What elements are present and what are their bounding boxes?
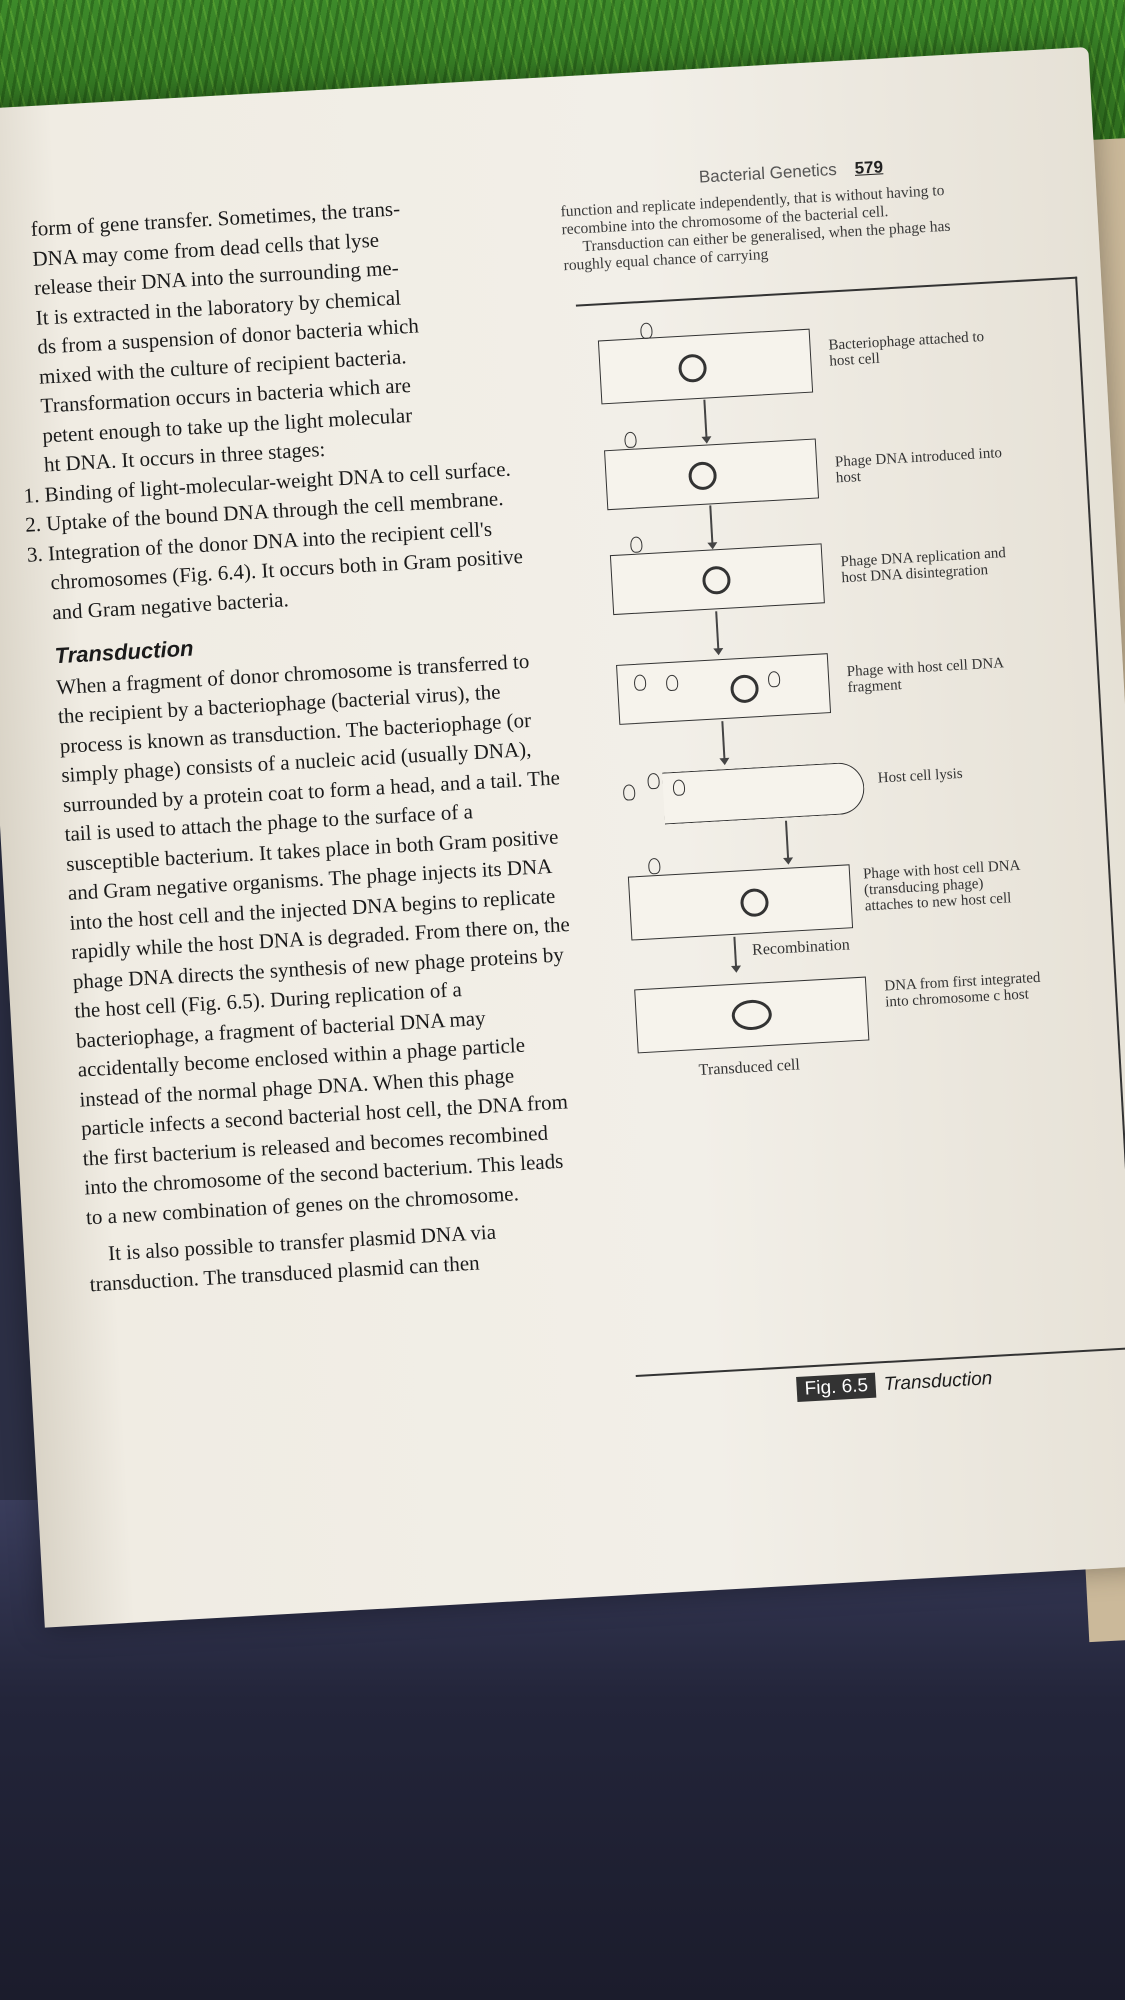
chromosome-ring — [730, 998, 773, 1032]
host-cell-2 — [604, 431, 820, 511]
transduction-figure: Bacteriophage attached to host cell Phag… — [575, 276, 1125, 1377]
arrow-icon — [715, 611, 720, 650]
right-column-text: function and replicate independently, th… — [560, 180, 983, 275]
step-label-5: Host cell lysis — [877, 765, 964, 787]
new-host-cell — [627, 857, 854, 941]
transduced-cell — [634, 976, 870, 1054]
phage-icon — [633, 674, 647, 691]
phage-icon — [665, 674, 679, 692]
chromosome-ring — [687, 461, 718, 491]
phage-icon — [647, 857, 661, 875]
host-cell-1 — [597, 322, 814, 405]
phage-icon — [672, 779, 686, 796]
chromosome-ring — [729, 674, 760, 704]
chromosome-ring — [739, 887, 770, 918]
host-cell-4 — [616, 653, 832, 725]
step-label-2: Phage DNA introduced into host — [834, 445, 1003, 487]
page-number: 579 — [854, 157, 884, 178]
phage-icon — [647, 772, 661, 790]
arrow-icon — [721, 721, 726, 760]
host-cell-3 — [609, 536, 825, 616]
step-label-4: Phage with host cell DNA fragment — [846, 655, 1004, 697]
transduced-label: Transduced cell — [698, 1056, 801, 1079]
caption-text: Transduction — [883, 1368, 993, 1396]
step-label-1: Bacteriophage attached to host cell — [828, 328, 985, 370]
arrow-icon — [703, 399, 708, 438]
left-column: form of gene transfer. Sometimes, the tr… — [23, 187, 590, 1299]
phage-icon — [629, 536, 643, 553]
transduction-paragraph: When a fragment of donor chromosome is t… — [55, 648, 571, 1229]
arrow-icon — [709, 505, 714, 544]
phage-icon — [639, 322, 653, 340]
step-label-3: Phage DNA replication and host DNA disin… — [840, 545, 1007, 587]
arrow-icon — [784, 820, 790, 859]
lysed-cell — [662, 761, 866, 825]
chromosome-ring — [677, 353, 708, 384]
phage-icon — [624, 431, 637, 449]
arrow-icon — [733, 936, 738, 967]
recombination-label: Recombination — [751, 936, 851, 959]
caption-number: Fig. 6.5 — [796, 1372, 877, 1403]
chromosome-ring — [701, 565, 732, 596]
phage-icon — [622, 784, 636, 801]
step-label-7: DNA from first integrated into chromosom… — [883, 969, 1041, 1011]
phage-icon — [767, 670, 781, 688]
step-label-6: Phage with host cell DNA (transducing ph… — [862, 857, 1020, 915]
